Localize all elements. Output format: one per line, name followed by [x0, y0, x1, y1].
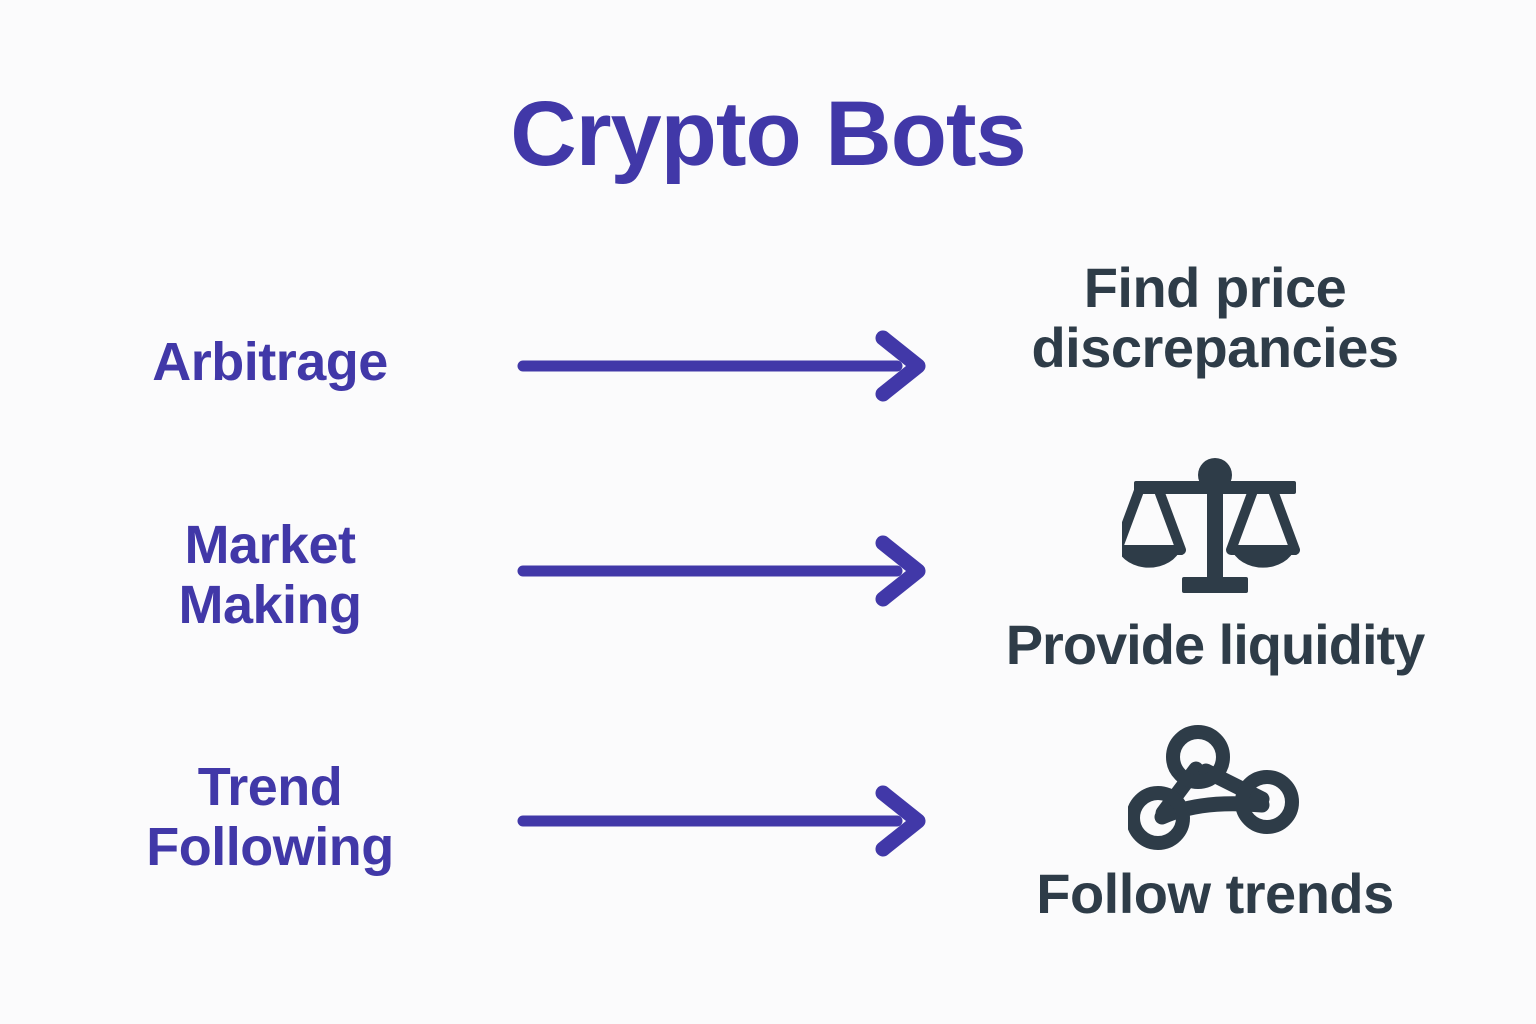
arrow-market-making [515, 535, 935, 607]
outcome-trend-following: Follow trends [945, 725, 1485, 924]
strategy-label-arbitrage: Arbitrage [152, 332, 388, 392]
strategy-label-market-making-line2: Making [178, 575, 362, 636]
outcome-arbitrage: Find price discrepancies [945, 256, 1485, 380]
strategy-label-trend-following-line2: Following [146, 817, 394, 878]
arrow-trend-following [515, 785, 935, 857]
page-title: Crypto Bots [510, 83, 1026, 185]
arrow-arbitrage [515, 330, 935, 402]
outcome-text-arbitrage-line2: discrepancies [1031, 316, 1399, 380]
strategy-label-trend-following-line1: Trend [197, 757, 343, 817]
outcome-text-market-making: Provide liquidity [1005, 613, 1426, 676]
strategy-label-market-making: Market Making [60, 515, 480, 636]
strategy-label-trend-following: Trend Following [60, 757, 480, 878]
balance-scales-icon [945, 455, 1485, 605]
outcome-text-trend-following: Follow trends [1036, 862, 1394, 925]
outcome-market-making: Provide liquidity [945, 455, 1485, 675]
strategy-label-market-making-line1: Market [184, 515, 356, 575]
network-nodes-icon [945, 725, 1485, 850]
outcome-text-arbitrage-line1: Find price [1083, 256, 1347, 319]
